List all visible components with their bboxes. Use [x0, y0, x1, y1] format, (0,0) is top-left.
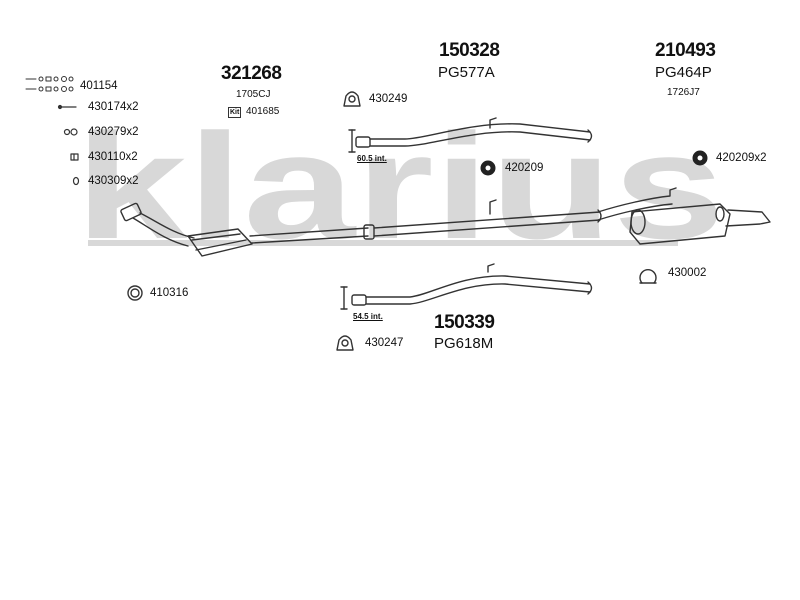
- part-420209x2: 420209x2: [716, 152, 767, 164]
- nut-icon: [70, 153, 79, 161]
- rear-box-ref: PG464P: [655, 64, 712, 81]
- part-420209: 420209: [505, 162, 544, 174]
- clamp-icon-430247: [336, 335, 354, 351]
- front-pipe-dimension: 60.5 int.: [357, 154, 387, 163]
- front-pipe-catalyst-drawing: [120, 199, 602, 257]
- rear-box-code: 210493: [655, 40, 716, 61]
- part-430002: 430002: [668, 267, 707, 279]
- part-430247: 430247: [365, 337, 404, 349]
- stud-icon: [57, 104, 77, 110]
- part-410316: 410316: [150, 287, 189, 299]
- band-clamp-icon: [639, 269, 657, 284]
- upper-pipe-drawing: [348, 117, 593, 153]
- rubber-mount-icon-x2: [692, 150, 708, 166]
- part-430110: 430110x2: [88, 151, 138, 163]
- watermark-underline: [88, 240, 678, 246]
- front-pipe-code: 150328: [439, 40, 500, 61]
- washer-pair-icon: [63, 128, 78, 136]
- ring-icon: [72, 176, 80, 186]
- alt-pipe-dimension: 54.5 int.: [353, 312, 383, 321]
- kit-badge: Kit: [228, 107, 242, 118]
- kit-code: 401685: [246, 106, 280, 117]
- clamp-icon-430249: [343, 91, 361, 107]
- bolt-nut-icon: [25, 76, 74, 92]
- rear-box-subref: 1726J7: [667, 87, 700, 98]
- alt-pipe-ref: PG618M: [434, 335, 494, 352]
- part-430309: 430309x2: [88, 175, 139, 187]
- lower-pipe-drawing: [340, 263, 593, 310]
- alt-pipe-code: 150339: [434, 312, 495, 333]
- part-401154: 401154: [80, 80, 118, 92]
- part-430174: 430174x2: [88, 101, 139, 113]
- rear-silencer-drawing: [597, 187, 771, 245]
- catalyst-code: 321268: [221, 63, 282, 84]
- gasket-ring-icon: [127, 285, 143, 301]
- front-pipe-ref: PG577A: [438, 64, 495, 81]
- part-430249: 430249: [369, 93, 408, 105]
- part-430279: 430279x2: [88, 126, 139, 138]
- catalyst-ref: 1705CJ: [236, 89, 271, 100]
- rubber-mount-icon: [480, 160, 496, 176]
